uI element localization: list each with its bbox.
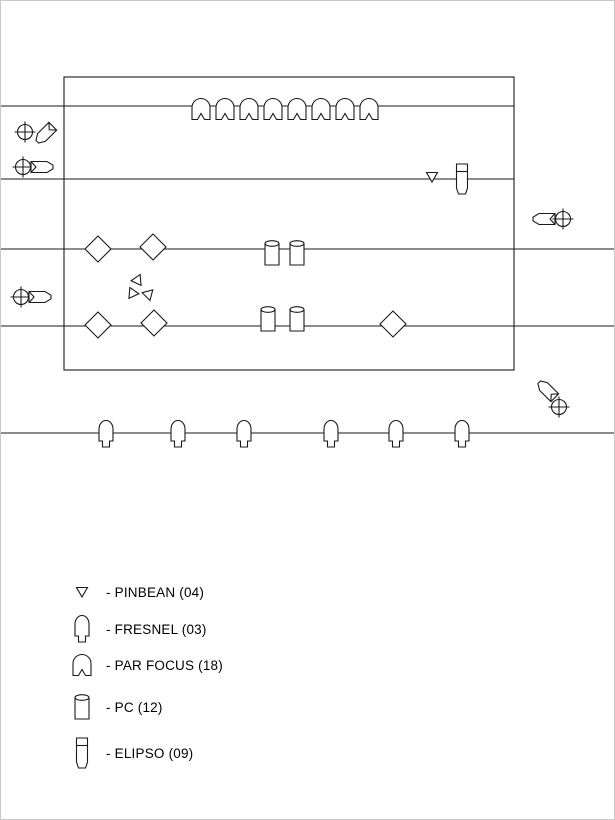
pinbean-fixture xyxy=(130,271,146,286)
par-fixture xyxy=(191,97,211,121)
fresnel-fixture xyxy=(388,419,404,448)
par-fixture xyxy=(335,97,355,121)
par-focus-icon xyxy=(67,647,97,683)
diamond-fixture xyxy=(84,235,112,263)
stage-outline xyxy=(63,76,515,371)
diamond-fixture xyxy=(84,311,112,339)
pc-fixture xyxy=(289,306,305,332)
fresnel-fixture xyxy=(454,419,470,448)
pc-fixture xyxy=(264,240,280,266)
pinbean-fixture xyxy=(124,284,140,299)
par-fixture xyxy=(359,97,379,121)
pc-fixture xyxy=(289,240,305,266)
circlecross-fixture xyxy=(9,285,33,309)
legend-item-fresnel: - FRESNEL (03) xyxy=(67,610,207,648)
par-fixture xyxy=(263,97,283,121)
diamond-fixture xyxy=(140,309,168,337)
elipso-fixture xyxy=(455,163,469,195)
legend-label-par-focus: - PAR FOCUS (18) xyxy=(106,657,223,673)
fresnel-icon xyxy=(67,611,97,647)
fresnel-fixture xyxy=(236,419,252,448)
elipso-icon xyxy=(67,735,97,771)
sidearm-fixture xyxy=(30,160,54,174)
diamond-fixture xyxy=(139,233,167,261)
legend-item-pc: - PC (12) xyxy=(67,688,163,726)
legend-label-pc: - PC (12) xyxy=(106,699,163,715)
plot-layer xyxy=(1,76,614,448)
fresnel-fixture xyxy=(98,419,114,448)
circlecross-fixture xyxy=(13,120,37,144)
legend-item-pinbean: - PINBEAN (04) xyxy=(67,573,204,611)
par-fixture xyxy=(287,97,307,121)
pinbean-fixture xyxy=(140,286,154,302)
circlecross-fixture xyxy=(551,207,575,231)
pinbean-fixture xyxy=(425,171,439,183)
par-fixture xyxy=(215,97,235,121)
sidearm-fixture xyxy=(532,212,556,226)
sidearm-fixture xyxy=(32,121,58,147)
diamond-fixture xyxy=(379,310,407,338)
sidearm-fixture xyxy=(534,377,560,403)
legend-item-par-focus: - PAR FOCUS (18) xyxy=(67,646,223,684)
fresnel-fixture xyxy=(170,419,186,448)
sidearm-fixture xyxy=(28,290,52,304)
legend-label-elipso: - ELIPSO (09) xyxy=(106,745,194,761)
legend-label-fresnel: - FRESNEL (03) xyxy=(106,621,207,637)
legend-item-elipso: - ELIPSO (09) xyxy=(67,734,193,772)
pc-fixture xyxy=(260,306,276,332)
pc-icon xyxy=(67,689,97,725)
circlecross-fixture xyxy=(11,155,35,179)
pinbean-icon xyxy=(67,574,97,610)
par-fixture xyxy=(311,97,331,121)
legend-label-pinbean: - PINBEAN (04) xyxy=(106,584,205,600)
par-fixture xyxy=(239,97,259,121)
fresnel-fixture xyxy=(323,419,339,448)
